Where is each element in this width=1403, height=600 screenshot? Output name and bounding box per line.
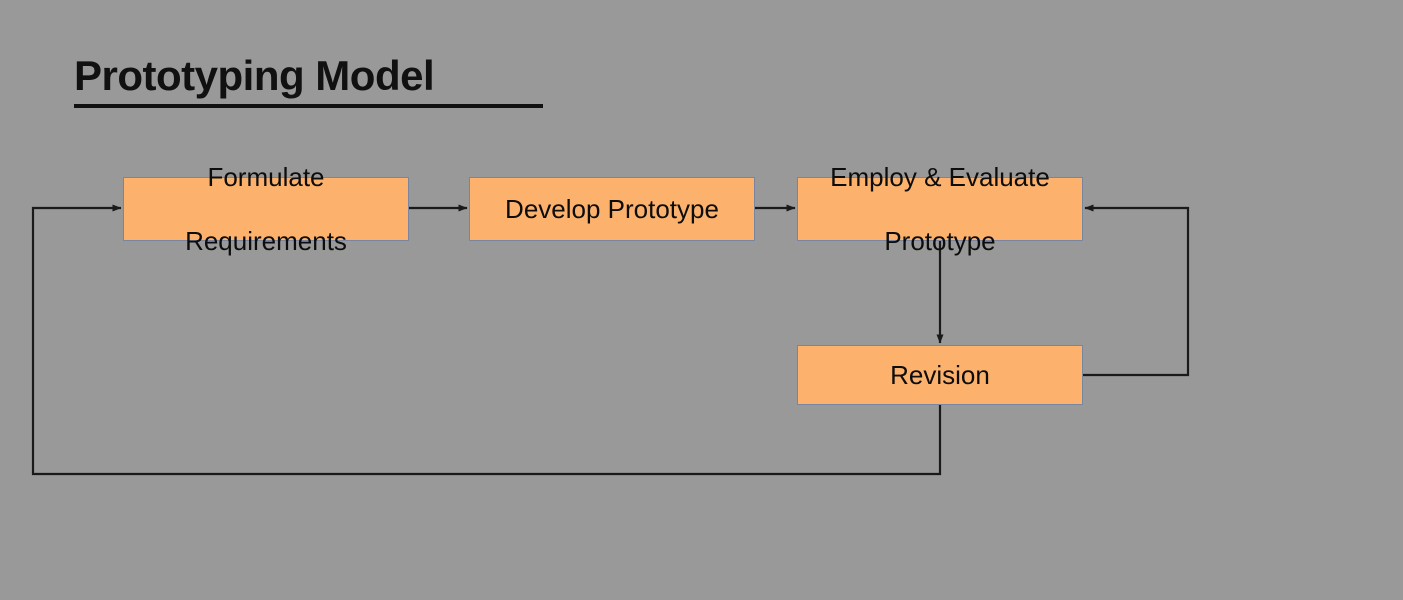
node-develop-prototype[interactable]: Develop Prototype (469, 177, 755, 241)
edge-revision-to-employ (1083, 204, 1190, 377)
node-employ-line2: Prototype (884, 226, 996, 256)
node-employ-line1: Employ & Evaluate (830, 162, 1050, 192)
title-underline (74, 104, 543, 108)
node-revision[interactable]: Revision (797, 345, 1083, 405)
node-develop-label: Develop Prototype (505, 194, 719, 224)
edge-revision-to-formulate (31, 204, 942, 476)
node-formulate-line2: Requirements (185, 226, 347, 256)
node-revision-label: Revision (890, 360, 990, 390)
page-title: Prototyping Model (74, 52, 435, 99)
node-formulate-line1: Formulate (207, 162, 325, 192)
